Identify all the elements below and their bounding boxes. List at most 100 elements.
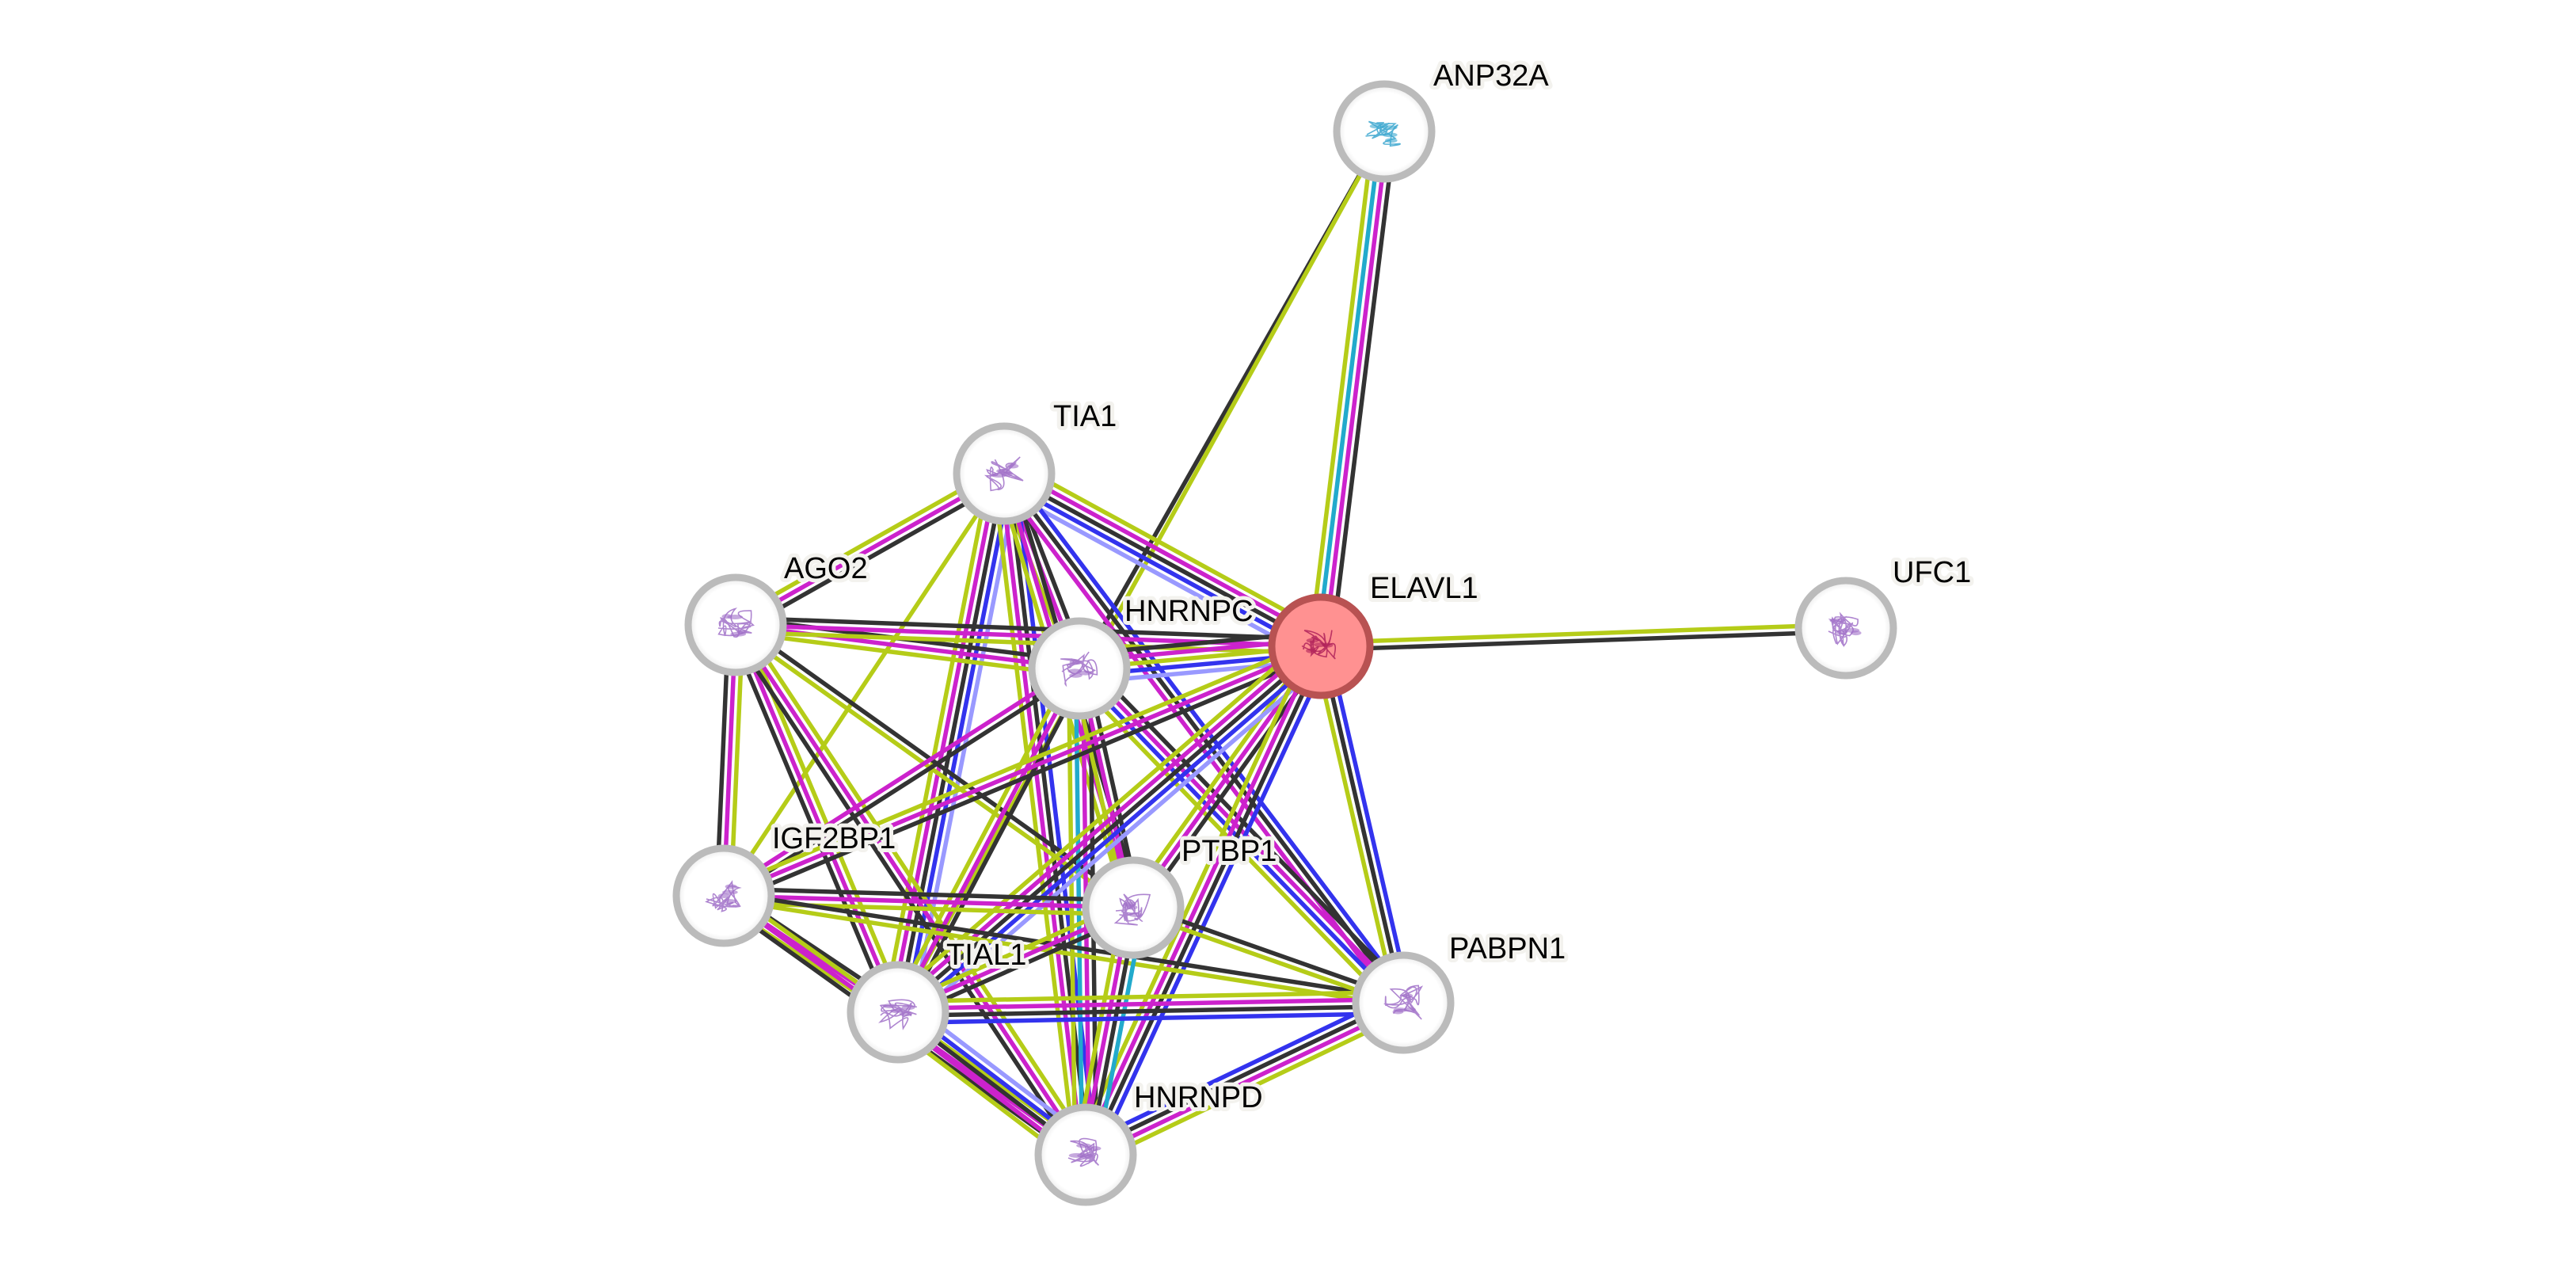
edge-channel-textmining xyxy=(1089,1010,1410,1167)
edge-channel-textmining xyxy=(1320,622,1846,646)
node-pabpn1[interactable]: PABPN1 xyxy=(1352,928,1570,1054)
edge-channel-homology xyxy=(898,1011,1404,1026)
node-igf2bp1[interactable]: IGF2BP1 xyxy=(672,818,900,947)
protein-structure-icon xyxy=(1060,651,1098,687)
edge-tia1-ago2[interactable] xyxy=(731,465,1009,634)
edge-tia1-igf2bp1[interactable] xyxy=(721,472,1006,897)
edge-channel-textmining xyxy=(887,634,1314,1004)
edge-channel-experiments xyxy=(1006,465,1326,642)
edge-channel-textmining xyxy=(1307,130,1376,646)
protein-structure-icon xyxy=(1828,611,1862,648)
edge-channel-coexpression xyxy=(1083,997,1403,1154)
edge-channel-experiments xyxy=(896,667,1082,1014)
node-label: TIA1 xyxy=(1053,400,1117,433)
edge-channel-experiments xyxy=(734,471,1006,627)
edge-anp32a-elavl1[interactable] xyxy=(1307,130,1398,648)
edge-channel-coexpression xyxy=(902,670,1088,1017)
edge-channel-coexpression xyxy=(725,650,1325,904)
node-label: PABPN1 xyxy=(1449,932,1566,965)
node-tial1[interactable]: TIAL1 xyxy=(847,935,1030,1064)
edge-channel-textmining xyxy=(1311,647,1398,1005)
edge-channel-experiments xyxy=(722,644,1322,898)
protein-structure-icon xyxy=(1067,1137,1102,1167)
protein-structure-icon xyxy=(1365,120,1401,147)
protein-structure-icon xyxy=(717,607,755,638)
protein-structure-icon xyxy=(1301,630,1337,660)
edge-channel-homology xyxy=(999,478,1319,655)
edge-channel-coexpression xyxy=(1086,646,1326,1158)
edge-channel-textmining xyxy=(740,619,1094,1152)
node-hnrnpc[interactable]: HNRNPC xyxy=(1028,591,1258,720)
edge-channel-coexpression xyxy=(738,478,1009,634)
edge-channel-experiments xyxy=(998,474,1085,1156)
node-label: AGO2 xyxy=(784,552,868,585)
edge-channel-experiments xyxy=(1322,131,1391,647)
protein-structure-icon xyxy=(1383,984,1424,1020)
edge-channel-homology xyxy=(901,649,1327,1019)
edge-channel-textmining xyxy=(991,474,1078,1156)
edge-channel-textmining xyxy=(1010,459,1329,636)
edge-channel-experiments xyxy=(1086,1004,1406,1160)
edge-channel-textmining xyxy=(896,130,1387,1014)
edge-channel-experiments xyxy=(892,639,1318,1009)
protein-structure-icon xyxy=(705,880,742,912)
edge-channel-coexpression xyxy=(736,615,1322,642)
node-ago2[interactable]: AGO2 xyxy=(684,548,872,676)
protein-structure-icon xyxy=(984,456,1024,492)
edge-channel-coexpression xyxy=(727,626,894,1016)
node-tia1[interactable]: TIA1 xyxy=(953,396,1121,525)
edge-tia1-elavl1[interactable] xyxy=(996,459,1329,661)
node-label: PTBP1 xyxy=(1181,835,1277,868)
edge-channel-coexpression xyxy=(1318,646,1406,1004)
edge-channel-textmining xyxy=(721,472,1006,897)
node-hnrnpd[interactable]: HNRNPD xyxy=(1034,1077,1267,1206)
edge-channel-coexpression xyxy=(898,1004,1404,1019)
node-anp32a[interactable]: ANP32A xyxy=(1333,55,1553,183)
node-label: IGF2BP1 xyxy=(772,822,896,855)
edge-channel-textmining xyxy=(897,989,1403,1004)
edge-channel-textmining xyxy=(722,897,1403,1009)
edge-channel-experiments xyxy=(721,663,1079,895)
node-circle[interactable] xyxy=(1352,951,1455,1054)
edge-tial1-pabpn1[interactable] xyxy=(897,989,1404,1026)
protein-structure-icon xyxy=(1113,893,1151,926)
protein-structure-icon xyxy=(878,999,917,1030)
edge-elavl1-tial1[interactable] xyxy=(887,634,1332,1025)
edge-elavl1-hnrnpd[interactable] xyxy=(1074,641,1333,1160)
node-label: TIAL1 xyxy=(946,939,1026,972)
node-label: ANP32A xyxy=(1433,59,1549,93)
node-circle[interactable] xyxy=(1028,617,1131,720)
edge-channel-databases xyxy=(1315,131,1383,646)
edge-channel-experiments xyxy=(723,893,1134,910)
edge-elavl1-igf2bp1[interactable] xyxy=(720,638,1325,904)
edge-channel-cooccurrence xyxy=(905,655,1332,1025)
edge-elavl1-pabpn1[interactable] xyxy=(1311,644,1413,1005)
edge-channel-coexpression xyxy=(724,886,1134,903)
edge-channel-homology xyxy=(1093,649,1333,1160)
edge-channel-textmining xyxy=(734,630,1079,678)
node-label: UFC1 xyxy=(1893,556,1971,589)
edge-elavl1-ufc1[interactable] xyxy=(1320,622,1847,653)
node-label: HNRNPC xyxy=(1124,595,1254,628)
edge-pabpn1-hnrnpd[interactable] xyxy=(1079,991,1410,1167)
node-ptbp1[interactable]: PTBP1 xyxy=(1082,831,1280,959)
edge-channel-textmining xyxy=(720,638,1319,892)
edge-channel-experiments xyxy=(897,996,1403,1011)
node-ufc1[interactable]: UFC1 xyxy=(1794,552,1975,680)
edge-channel-coexpression xyxy=(1003,471,1322,649)
edge-channel-experiments xyxy=(733,623,900,1014)
edge-channel-cooccurrence xyxy=(996,484,1315,661)
edge-channel-coexpression xyxy=(1329,132,1398,648)
node-label: HNRNPD xyxy=(1134,1081,1263,1114)
node-label: ELAVL1 xyxy=(1370,572,1478,605)
edge-channel-homology xyxy=(1079,991,1400,1148)
edge-channel-textmining xyxy=(731,465,1002,621)
edge-anp32a-tial1[interactable] xyxy=(896,130,1387,1014)
edge-channel-homology xyxy=(1326,644,1413,1002)
edge-channel-coexpression xyxy=(896,644,1322,1015)
edge-hnrnpc-tial1[interactable] xyxy=(889,664,1088,1017)
edge-channel-textmining xyxy=(889,664,1075,1011)
node-elavl1[interactable]: ELAVL1 xyxy=(1268,568,1482,699)
